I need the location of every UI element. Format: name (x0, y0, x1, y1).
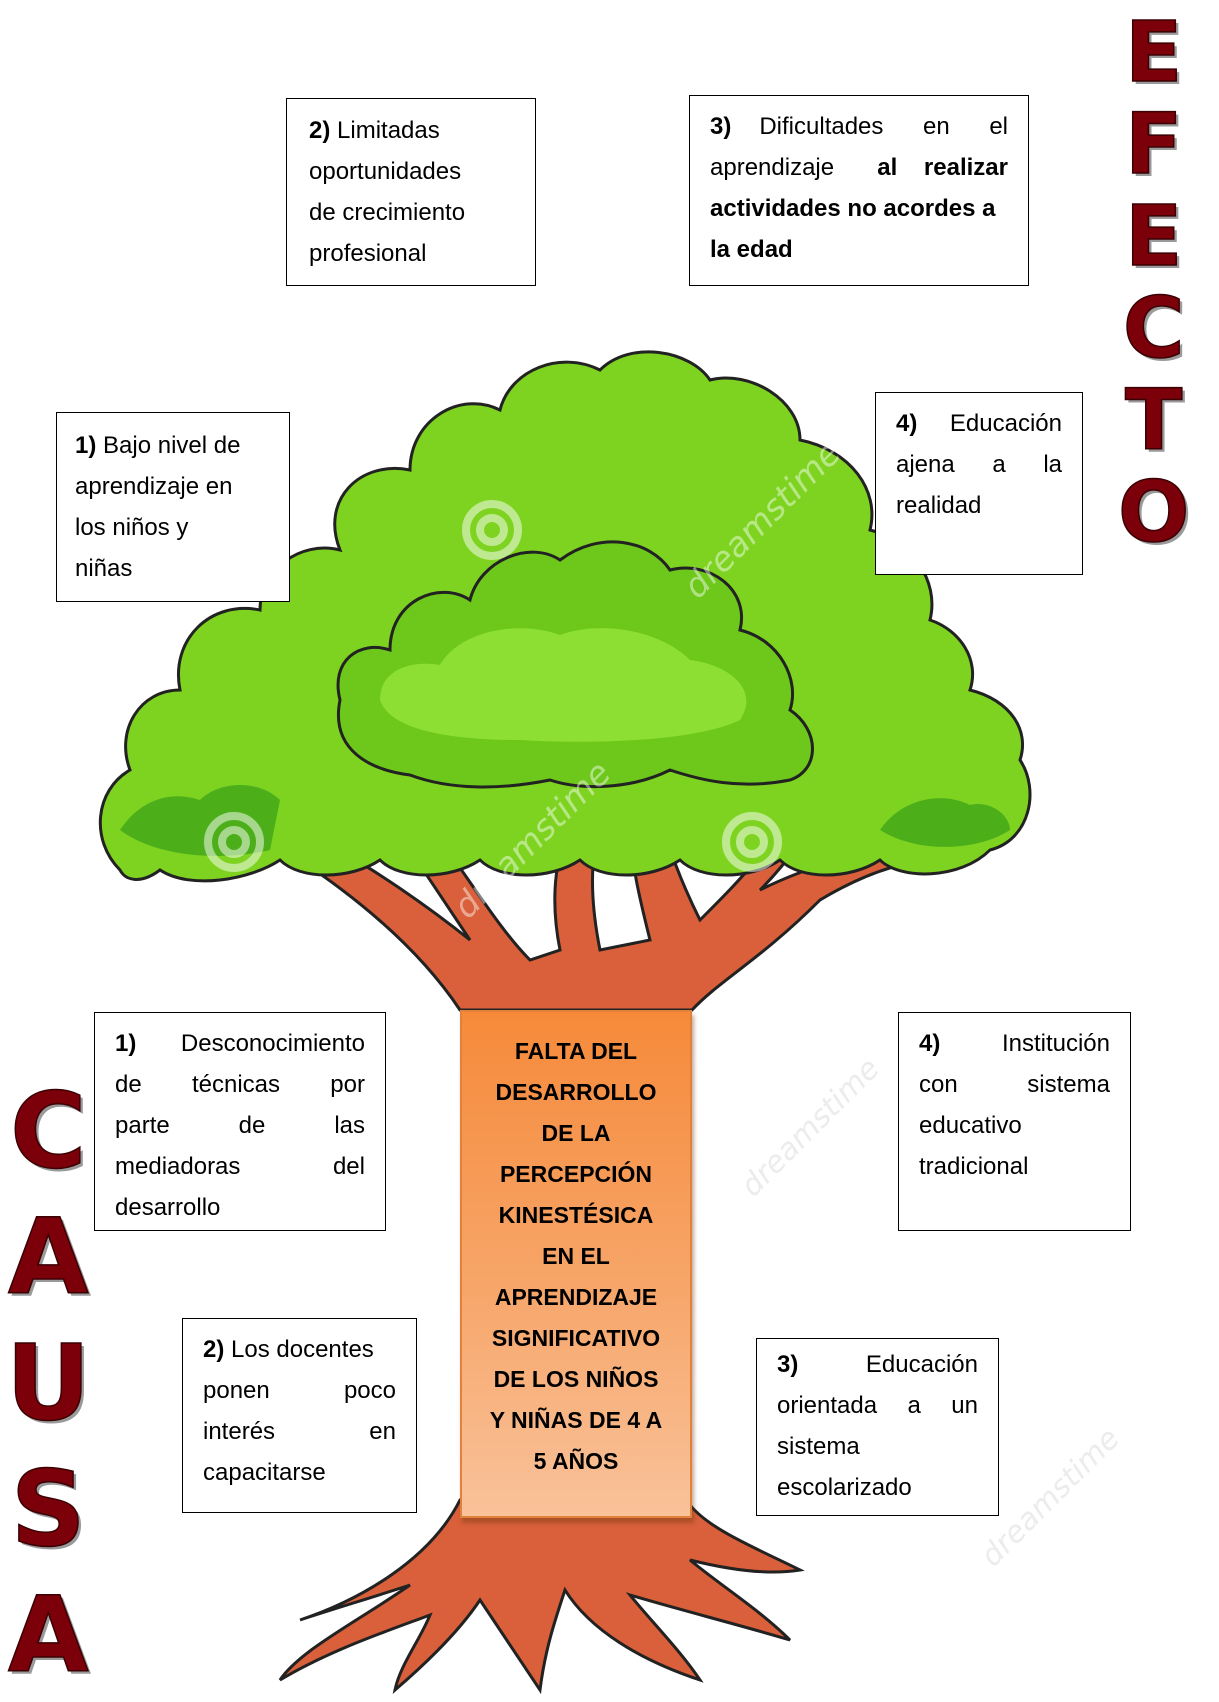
cause-text: de técnicas por (115, 1071, 365, 1098)
problem-line: SIGNIFICATIVO (491, 1325, 661, 1351)
cause-text: mediadoras del (115, 1153, 365, 1180)
effect-box-4: 4) Educación ajena a la realidad (875, 392, 1083, 575)
cause-text: capacitarse (203, 1459, 326, 1486)
effect-text: la edad (710, 236, 793, 263)
cause-box-1: 1) Desconocimiento de técnicas por parte … (94, 1012, 386, 1231)
watermark-spirals (204, 500, 782, 872)
cause-box-2: 2) Los docentes ponen poco interés en ca… (182, 1318, 417, 1513)
problem-line: EN EL (542, 1243, 610, 1269)
effect-text: profesional (309, 240, 427, 267)
problem-line: PERCEPCIÓN (499, 1161, 653, 1187)
cause-box-4: 4) Institución con sistema educativo trad… (898, 1012, 1131, 1231)
effect-letter: E (1124, 3, 1183, 101)
effect-number: 1) (75, 432, 97, 459)
effect-text: los niños y (75, 514, 189, 541)
effect-text: oportunidades (309, 158, 462, 185)
cause-text: interés en (203, 1418, 396, 1445)
effect-number: 2) (309, 117, 331, 144)
effect-text: ajena a la (896, 451, 1062, 478)
effect-box-1: 1) Bajo nivel de aprendizaje en los niño… (56, 412, 290, 602)
effect-letter: F (1124, 95, 1183, 193)
effect-text: aprendizaje en (75, 473, 233, 500)
cause-text: ponen poco (203, 1377, 396, 1404)
effect-number: 4) (896, 410, 918, 437)
effect-letter: C (1122, 279, 1185, 377)
cause-text: escolarizado (777, 1474, 912, 1501)
cause-number: 4) (919, 1030, 941, 1057)
cause-text: tradicional (919, 1153, 1029, 1180)
cause-text: Desconocimiento (180, 1030, 365, 1057)
cause-text: educativo (919, 1112, 1022, 1139)
effect-text: actividades no acordes a (710, 195, 996, 222)
cause-text: desarrollo (115, 1194, 221, 1221)
effect-text: Dificultades en el (759, 113, 1008, 140)
problem-line: Y NIÑAS DE 4 A (489, 1407, 663, 1433)
effect-text: Bajo nivel de (103, 432, 241, 459)
problem-line: 5 AÑOS (533, 1448, 619, 1474)
effect-text: aprendizaje (710, 154, 835, 181)
effect-number: 3) (710, 113, 732, 140)
cause-number: 1) (115, 1030, 137, 1057)
effect-text: realidad (896, 492, 982, 519)
cause-letter: A (7, 1195, 89, 1319)
problem-line: FALTA DEL (514, 1038, 638, 1064)
effect-box-3: 3) Dificultades en el aprendizaje al reali… (689, 95, 1029, 286)
cause-box-3: 3) Educación orientada a un sistema escol… (756, 1338, 999, 1516)
tree-foliage (98, 350, 1032, 883)
effect-text: Limitadas (337, 117, 440, 144)
problem-line: DE LA (541, 1120, 611, 1146)
cause-text: Los docentes (231, 1336, 374, 1363)
problem-line: DESARROLLO (495, 1079, 657, 1105)
cause-number: 2) (203, 1336, 225, 1363)
problem-line: APRENDIZAJE (494, 1284, 658, 1310)
effect-text: niñas (75, 555, 133, 582)
effect-text: al realizar (877, 154, 1008, 181)
problem-line: KINESTÉSICA (498, 1202, 654, 1228)
effect-letter: O (1117, 463, 1190, 561)
cause-number: 3) (777, 1351, 799, 1378)
cause-text: sistema (777, 1433, 860, 1460)
cause-letter: U (5, 1321, 91, 1445)
effect-box-2: 2) Limitadas oportunidades de crecimient… (286, 98, 536, 286)
effect-label: E F E C T O (1117, 3, 1190, 561)
effect-letter: E (1124, 187, 1183, 285)
cause-text: orientada a un (777, 1392, 978, 1419)
effect-text: Educación (949, 410, 1062, 437)
cause-letter: S (10, 1447, 86, 1571)
cause-text: Educación (865, 1351, 978, 1378)
cause-label: C A U S A (5, 1068, 91, 1698)
tree-roots (278, 1498, 805, 1695)
effect-text: de crecimiento (309, 199, 466, 226)
cause-text: con sistema (919, 1071, 1110, 1098)
problem-line: DE LOS NIÑOS (493, 1366, 659, 1392)
cause-letter: A (7, 1573, 89, 1697)
central-problem-box: FALTA DEL DESARROLLO DE LA PERCEPCIÓN KI… (460, 1010, 692, 1518)
cause-text: parte de las (115, 1112, 365, 1139)
cause-letter: C (9, 1069, 87, 1193)
effect-letter: T (1124, 371, 1183, 469)
cause-text: Institución (1001, 1030, 1110, 1057)
